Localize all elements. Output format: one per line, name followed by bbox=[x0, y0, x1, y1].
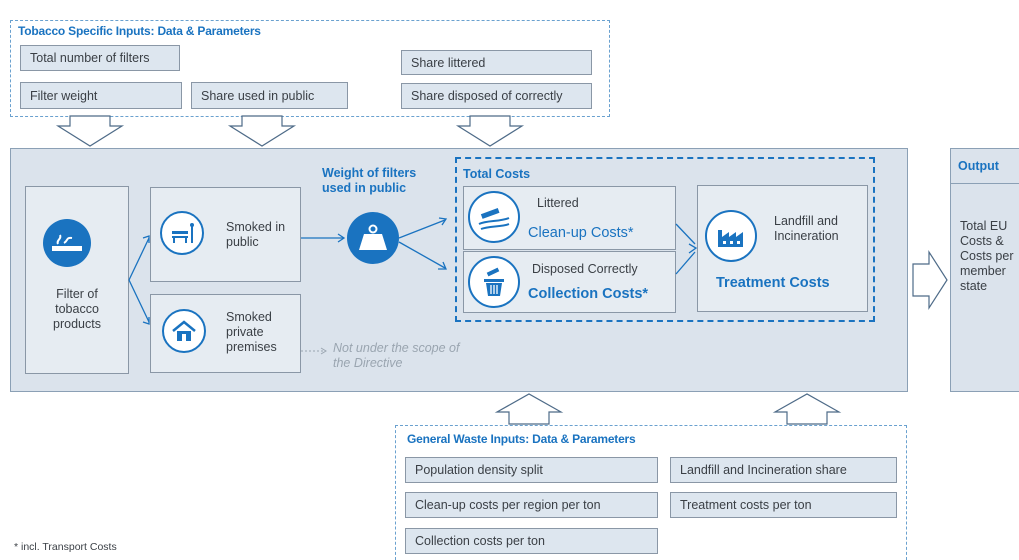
right-arrow-icon bbox=[912, 249, 948, 311]
filter-card bbox=[25, 186, 129, 374]
input-collection-costs: Collection costs per ton bbox=[405, 528, 658, 554]
general-inputs-group: General Waste Inputs: Data & Parameters bbox=[395, 425, 907, 560]
output-text: Total EU Costs & Costs per member state bbox=[960, 219, 1014, 293]
input-treatment-costs: Treatment costs per ton bbox=[670, 492, 897, 518]
total-costs-title: Total Costs bbox=[463, 167, 531, 181]
split-arrows bbox=[398, 217, 448, 270]
not-scope-label: Not under the scope of the Directive bbox=[333, 341, 460, 370]
disposed-label: Disposed Correctly bbox=[532, 262, 638, 276]
bench-icon bbox=[160, 211, 204, 255]
treatment-costs-label: Treatment Costs bbox=[716, 275, 830, 291]
down-arrow-icon bbox=[455, 115, 525, 147]
input-landfill-share: Landfill and Incineration share bbox=[670, 457, 897, 483]
weight-label: Weight of filters used in public bbox=[322, 166, 417, 195]
output-divider bbox=[951, 183, 1019, 184]
smoked-private-label: Smoked private premises bbox=[226, 310, 277, 354]
down-arrow-icon bbox=[227, 115, 297, 147]
arrow-to-weight bbox=[301, 233, 346, 243]
smoked-public-label: Smoked in public bbox=[226, 220, 286, 249]
filter-label: Filter of tobacco products bbox=[53, 287, 101, 331]
output-panel bbox=[950, 148, 1019, 392]
total-costs-group bbox=[455, 157, 875, 322]
factory-icon bbox=[705, 210, 757, 262]
house-icon bbox=[162, 309, 206, 353]
dashed-arrow bbox=[301, 347, 327, 355]
general-inputs-title: General Waste Inputs: Data & Parameters bbox=[407, 432, 636, 446]
weight-icon bbox=[347, 212, 399, 264]
input-share-public: Share used in public bbox=[191, 82, 348, 109]
branch-arrows bbox=[128, 235, 150, 325]
trash-bin-icon bbox=[468, 256, 520, 308]
input-share-littered: Share littered bbox=[401, 50, 592, 75]
footnote: * incl. Transport Costs bbox=[14, 541, 117, 553]
up-arrow-icon bbox=[772, 393, 842, 425]
littered-cigarette-icon bbox=[468, 191, 520, 243]
output-title: Output bbox=[958, 159, 999, 173]
merge-arrows bbox=[675, 223, 698, 275]
input-filter-weight: Filter weight bbox=[20, 82, 182, 109]
landfill-card bbox=[697, 185, 868, 312]
cleanup-costs-label: Clean-up Costs* bbox=[528, 225, 634, 241]
input-total-filters: Total number of filters bbox=[20, 45, 180, 71]
up-arrow-icon bbox=[494, 393, 564, 425]
input-share-disposed: Share disposed of correctly bbox=[401, 83, 592, 109]
down-arrow-icon bbox=[55, 115, 125, 147]
collection-costs-label: Collection Costs* bbox=[528, 286, 649, 302]
input-population: Population density split bbox=[405, 457, 658, 483]
littered-label: Littered bbox=[537, 196, 579, 210]
input-cleanup-costs: Clean-up costs per region per ton bbox=[405, 492, 658, 518]
tobacco-inputs-title: Tobacco Specific Inputs: Data & Paramete… bbox=[18, 24, 261, 38]
tobacco-inputs-group: Tobacco Specific Inputs: Data & Paramete… bbox=[10, 20, 610, 117]
cigarette-icon bbox=[43, 219, 91, 267]
landfill-label: Landfill and Incineration bbox=[774, 214, 839, 243]
